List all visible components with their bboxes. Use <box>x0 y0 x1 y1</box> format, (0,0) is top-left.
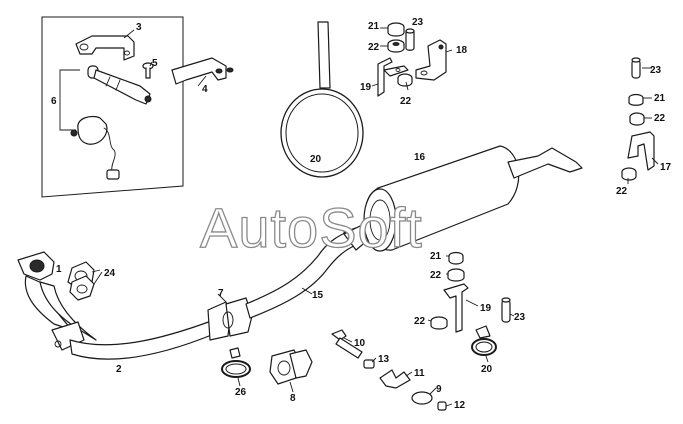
callout-6: 6 <box>51 96 57 107</box>
part-22-upper <box>387 39 405 53</box>
callout-8: 8 <box>290 393 296 404</box>
callout-24: 24 <box>104 268 116 279</box>
part-12-plug <box>437 401 447 411</box>
part-19-lower-hanger <box>443 283 469 333</box>
part-8-flange <box>269 349 313 385</box>
inset-frame <box>41 16 184 198</box>
callout-11: 11 <box>414 368 425 379</box>
callout-13: 13 <box>378 354 390 365</box>
part-22-lower-left <box>430 316 448 330</box>
watermark-text: AutoSoft <box>200 196 423 259</box>
callout-7: 7 <box>218 288 224 299</box>
part-6-actuator <box>70 65 152 180</box>
callout-12: 12 <box>454 400 466 411</box>
callout-22-upper: 22 <box>368 42 380 53</box>
callout-21-upper: 21 <box>368 21 380 32</box>
leader-lines <box>59 27 659 407</box>
callout-22-right-bottom: 22 <box>616 186 628 197</box>
part-22-lower <box>447 268 465 282</box>
part-19-hanger <box>377 57 409 97</box>
callout-22-right: 22 <box>654 113 666 124</box>
part-9-shield <box>411 391 433 405</box>
callout-10: 10 <box>354 338 366 349</box>
part-15-middle-pipe <box>245 225 369 319</box>
part-4-bracket <box>171 57 234 85</box>
callout-20-upper: 20 <box>310 154 322 165</box>
part-22-mid <box>397 73 413 87</box>
callout-5: 5 <box>152 58 158 69</box>
callout-22-mid: 22 <box>400 96 412 107</box>
part-18-bracket <box>415 39 447 81</box>
callout-26: 26 <box>235 387 247 398</box>
part-7-flange <box>207 297 253 341</box>
part-20-strap-lower <box>471 325 497 356</box>
part-22-right-bottom <box>621 167 637 181</box>
callout-9: 9 <box>436 384 442 395</box>
callout-22-lower: 22 <box>430 270 442 281</box>
callout-19-upper: 19 <box>360 82 372 93</box>
part-2-front-pipe <box>17 251 215 360</box>
callout-17: 17 <box>660 162 672 173</box>
part-21-lower <box>448 251 464 265</box>
part-21-upper <box>387 22 405 37</box>
part-3-bracket <box>75 35 135 61</box>
callout-20-lower: 20 <box>481 364 493 375</box>
callout-15: 15 <box>312 290 324 301</box>
callout-labels: 3 5 6 4 21 23 22 18 19 22 20 16 23 21 22… <box>51 17 672 411</box>
part-11-bracket <box>379 369 411 389</box>
callout-23-upper: 23 <box>412 17 424 28</box>
callout-21-right: 21 <box>654 93 666 104</box>
callout-19-lower: 19 <box>480 303 492 314</box>
callout-23-lower: 23 <box>514 312 526 323</box>
callout-2: 2 <box>116 364 122 375</box>
callout-21-lower: 21 <box>430 251 442 262</box>
callout-3: 3 <box>136 22 142 33</box>
part-23-right <box>631 57 641 79</box>
part-23-upper <box>405 28 415 51</box>
part-24-gasket <box>69 275 95 301</box>
part-10-pin <box>331 329 363 359</box>
part-23-lower <box>501 297 511 323</box>
callout-4: 4 <box>202 84 208 95</box>
callout-18: 18 <box>456 45 468 56</box>
part-22-right-top <box>629 112 645 126</box>
part-26-clamp <box>221 347 251 378</box>
part-13-bushing <box>363 359 375 369</box>
callout-1: 1 <box>56 264 62 275</box>
part-20-strap-upper <box>280 21 364 178</box>
part-21-right <box>628 93 644 106</box>
callout-16: 16 <box>414 152 426 163</box>
callout-22-lower-left: 22 <box>414 316 426 327</box>
part-17-bracket <box>627 131 655 171</box>
callout-23-right: 23 <box>650 65 662 76</box>
